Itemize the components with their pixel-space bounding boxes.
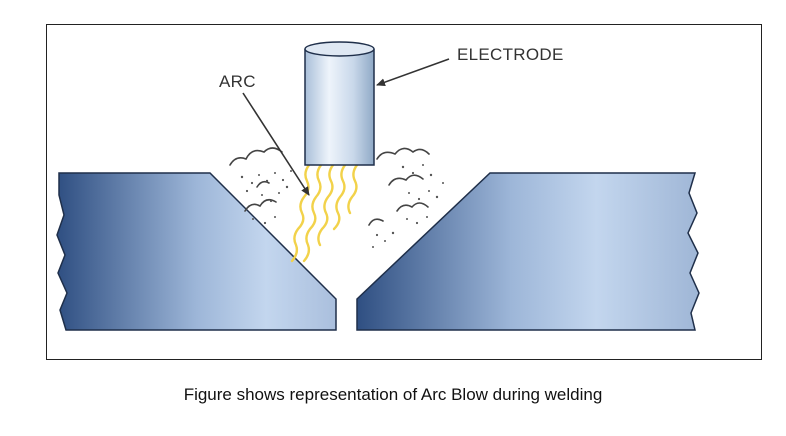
arc-lines [290, 163, 359, 263]
arc-leader-line [242, 92, 310, 196]
right-plate [356, 172, 700, 331]
electrode-label: ELECTRODE [457, 45, 564, 64]
arc-label: ARC [219, 72, 256, 91]
left-plate [56, 172, 337, 331]
weld-diagram-frame: ELECTRODE ARC [46, 24, 762, 360]
spatter-left [229, 147, 292, 225]
electrode [304, 41, 375, 166]
electrode-leader-line [376, 58, 450, 87]
figure-caption: Figure shows representation of Arc Blow … [183, 385, 603, 404]
spatter-right [368, 147, 444, 248]
weld-diagram [56, 41, 700, 331]
